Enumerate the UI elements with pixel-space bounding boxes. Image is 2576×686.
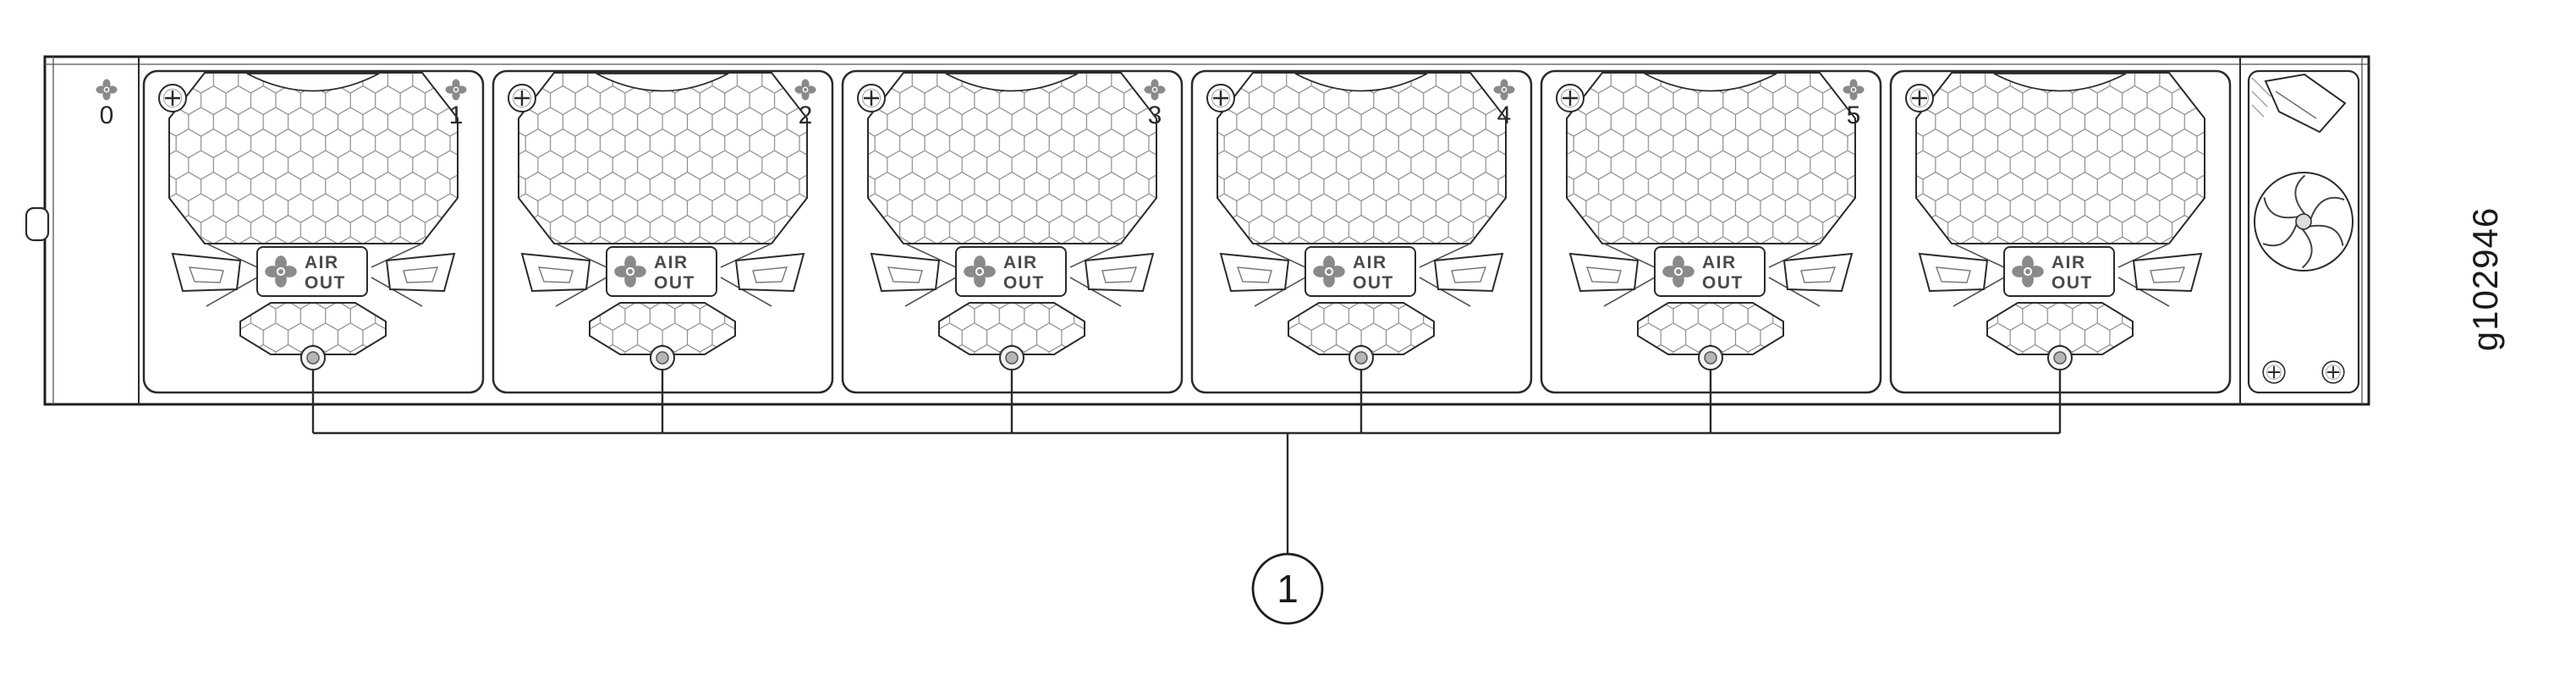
module-number-label: 4 xyxy=(1497,102,1512,129)
chassis-latch-tab xyxy=(25,206,50,242)
psu-hatch-lines xyxy=(2251,77,2271,118)
fan-module-5: 5 AIR OUT xyxy=(1843,71,2231,392)
module-number-label: 2 xyxy=(799,102,813,129)
psu-fan xyxy=(2254,172,2354,272)
air-out-label-line2: OUT xyxy=(1702,273,1744,293)
psu-screw-right xyxy=(2321,360,2345,384)
fan-module-4: 4 AIR OUT xyxy=(1493,71,1881,392)
air-out-label-line1: AIR xyxy=(1003,253,1038,272)
air-out-label-line1: AIR xyxy=(2051,253,2086,272)
air-out-label-line2: OUT xyxy=(2051,273,2093,293)
module-number-label: 3 xyxy=(1148,102,1162,129)
callout-circle xyxy=(1251,552,1324,625)
fan-module-3: 3 AIR OUT xyxy=(1144,71,1532,392)
air-out-label-line2: OUT xyxy=(1353,273,1394,293)
air-out-label-line2: OUT xyxy=(654,273,695,293)
psu-screw-left xyxy=(2262,360,2286,384)
air-out-label-line1: AIR xyxy=(1353,253,1387,272)
module-number-label: 0 xyxy=(100,102,114,129)
psu-latch xyxy=(2264,73,2347,134)
callout-lines xyxy=(311,370,2062,554)
psu xyxy=(2247,69,2360,394)
callout-number: 1 xyxy=(1277,567,1299,611)
air-out-label-line1: AIR xyxy=(1702,253,1737,272)
fan-module-0: 0 AIR OUT xyxy=(96,71,484,392)
module-number-label: 5 xyxy=(1847,102,1861,129)
air-out-label-line1: AIR xyxy=(305,253,339,272)
module-number-label: 1 xyxy=(449,102,464,129)
fan-module-2: 2 AIR OUT xyxy=(794,71,1183,392)
fan-module-1: 1 AIR OUT xyxy=(445,71,833,392)
air-out-label-line2: OUT xyxy=(1003,273,1045,293)
psu-fan-hub xyxy=(2295,213,2312,230)
figure-id-label: g102946 xyxy=(2465,207,2505,352)
air-out-label-line2: OUT xyxy=(305,273,346,293)
air-out-label-line1: AIR xyxy=(654,253,689,272)
callout: 1 xyxy=(311,370,2062,625)
